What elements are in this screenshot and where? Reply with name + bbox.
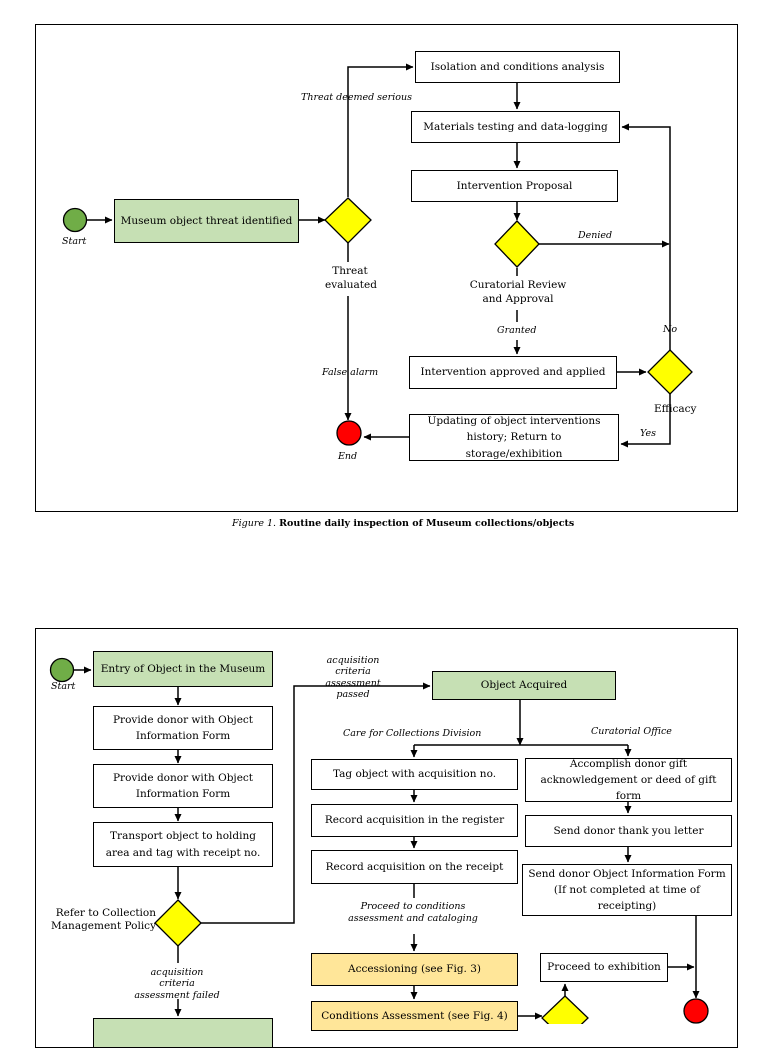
- end-node-2: [683, 998, 709, 1024]
- node-tag-object: Tag object with acquisition no.: [311, 759, 518, 790]
- label-end-1: End: [338, 451, 358, 462]
- decision-efficacy: [647, 349, 693, 395]
- figure-1-caption: Figure 1. Routine daily inspection of Mu…: [232, 518, 574, 529]
- label-curatorial-review: Curatorial Review and Approval: [469, 279, 567, 306]
- label-criteria-failed: acquisition criteria assessment failed: [134, 967, 220, 1001]
- label-proceed-conditions: Proceed to conditions assessment and cat…: [348, 901, 478, 924]
- label-care-division: Care for Collections Division: [343, 728, 482, 739]
- decision-conditions: [541, 995, 589, 1024]
- node-intervention-applied: Intervention approved and applied: [409, 356, 617, 389]
- label-granted: Granted: [497, 325, 537, 336]
- label-denied: Denied: [578, 230, 613, 241]
- node-object-acquired: Object Acquired: [432, 671, 616, 700]
- label-yes: Yes: [640, 428, 656, 439]
- edge-efficacy-yes: [620, 394, 671, 448]
- label-refer-policy: Refer to Collection Management Policy: [51, 907, 156, 933]
- figure-1-caption-title: Routine daily inspection of Museum colle…: [279, 518, 575, 529]
- decision-curatorial-review: [494, 220, 540, 268]
- node-accessioning: Accessioning (see Fig. 3): [311, 953, 518, 986]
- node-accomplish-gift: Accomplish donor gift acknowledgement or…: [525, 758, 732, 802]
- label-start-1: Start: [62, 236, 87, 247]
- edge2-diamond-to-acquired: [201, 682, 431, 924]
- label-threat-deemed-serious: Threat deemed serious: [301, 92, 412, 103]
- node-entry-object: Entry of Object in the Museum: [93, 651, 273, 687]
- node-isolation-analysis: Isolation and conditions analysis: [415, 51, 620, 83]
- node-provide-form-2: Provide donor with Object Information Fo…: [93, 764, 273, 808]
- start-node-1: [62, 207, 88, 233]
- node-provide-form-1: Provide donor with Object Information Fo…: [93, 706, 273, 750]
- label-efficacy: Efficacy: [654, 403, 697, 415]
- label-false-alarm: False alarm: [322, 367, 379, 378]
- node-record-register: Record acquisition in the register: [311, 804, 518, 837]
- label-threat-evaluated: Threat evaluated: [325, 265, 377, 292]
- node-threat-identified: Museum object threat identified: [114, 199, 299, 243]
- label-criteria-passed: acquisition criteria assessment passed: [325, 655, 381, 701]
- decision-threat-evaluated: [324, 197, 372, 244]
- decision-collection-policy: [154, 899, 202, 947]
- edge-efficacy-no-loop: [621, 123, 671, 350]
- node-transport-object: Transport object to holding area and tag…: [93, 822, 273, 867]
- node-send-info-form: Send donor Object Information Form (If n…: [522, 864, 732, 916]
- node-intervention-proposal: Intervention Proposal: [411, 170, 618, 202]
- figure-1-frame: [35, 24, 738, 512]
- end-node-1: [336, 420, 362, 446]
- node-record-receipt: Record acquisition on the receipt: [311, 850, 518, 884]
- node-updating-history: Updating of object interventions history…: [409, 414, 619, 461]
- label-curatorial-office: Curatorial Office: [591, 726, 672, 737]
- label-start-2: Start: [51, 681, 76, 692]
- connector-layer: [49, 63, 709, 1024]
- node-thank-you-letter: Send donor thank you letter: [525, 815, 732, 847]
- edge-diamond-to-isolation: [347, 63, 414, 197]
- node-materials-testing: Materials testing and data-logging: [411, 111, 620, 143]
- node-proceed-exhibition: Proceed to exhibition: [540, 953, 668, 982]
- figure-1-caption-number: Figure 1.: [232, 518, 277, 529]
- start-node-2: [49, 657, 75, 683]
